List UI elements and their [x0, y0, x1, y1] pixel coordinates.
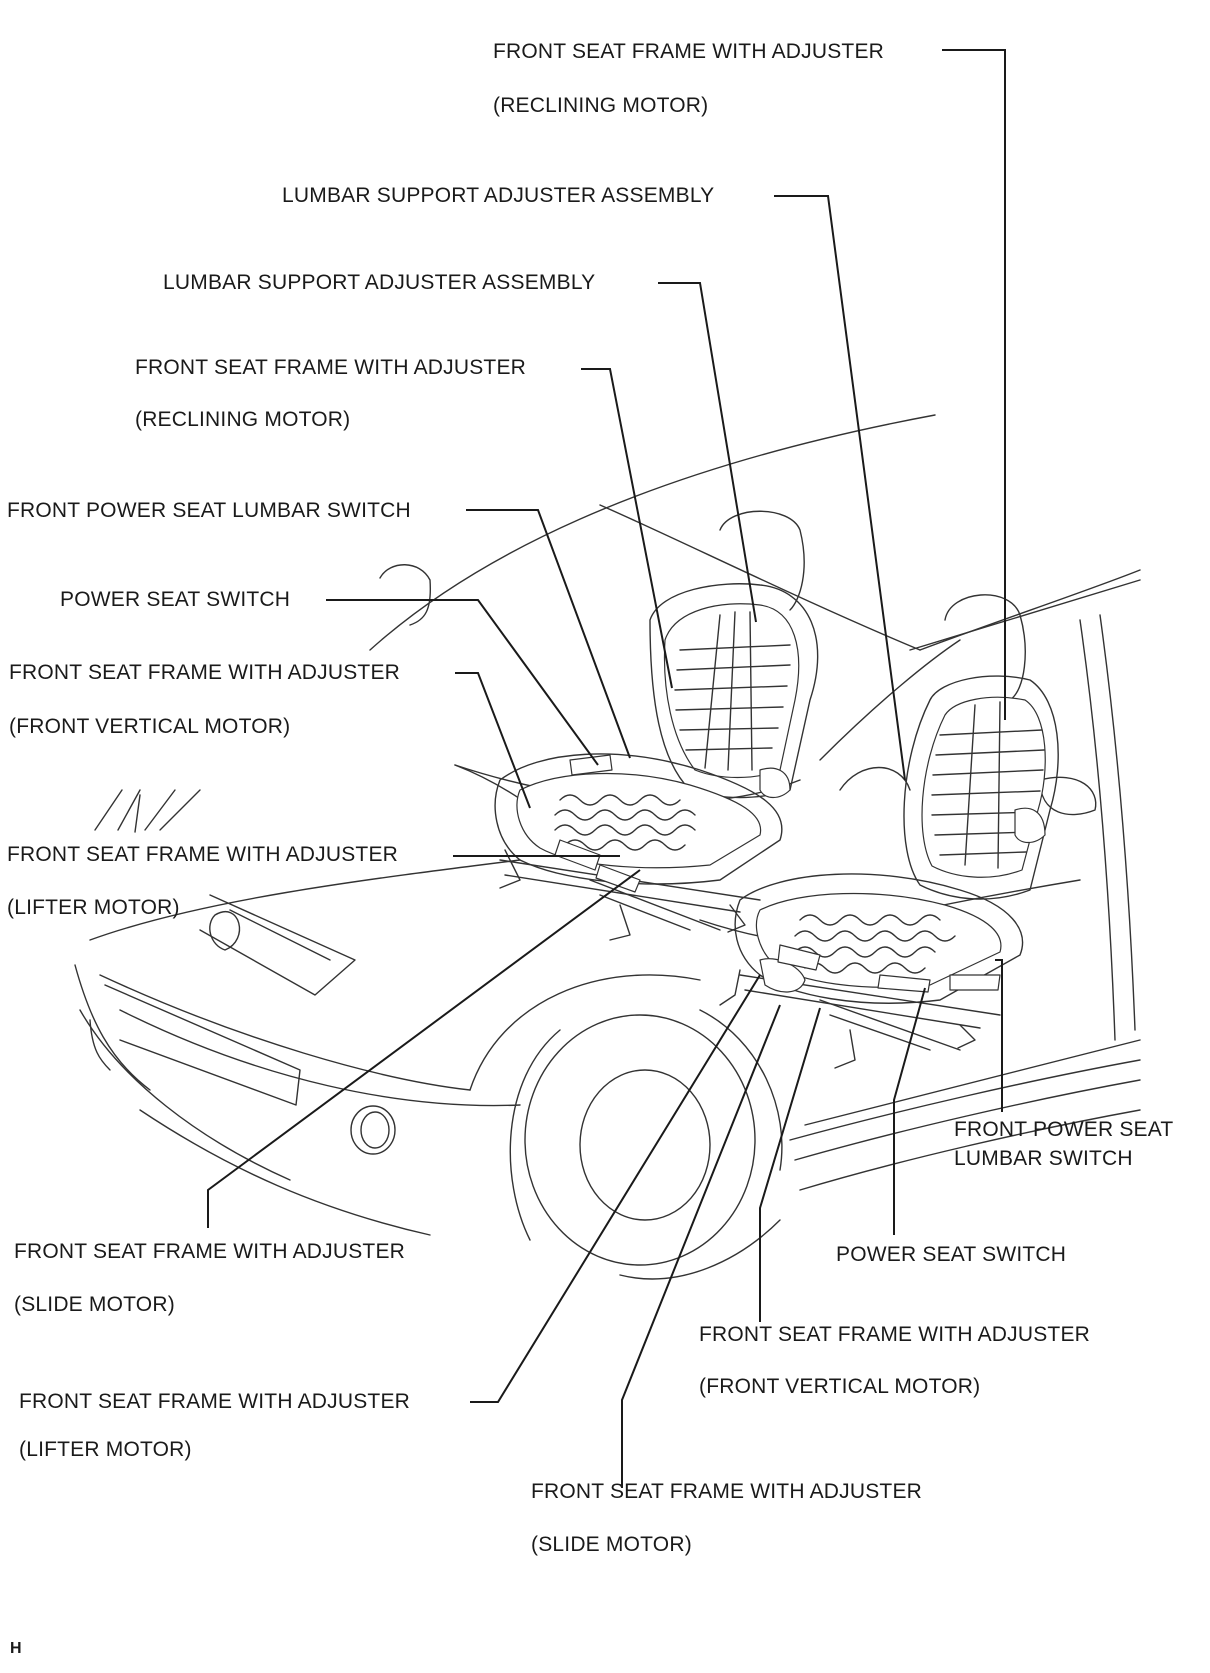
label-lifter-motor-right: FRONT SEAT FRAME WITH ADJUSTER — [19, 1390, 411, 1413]
label-reclining-motor-right: FRONT SEAT FRAME WITH ADJUSTER — [493, 40, 885, 63]
label-lumbar-switch-left: FRONT POWER SEAT LUMBAR SWITCH — [7, 499, 411, 522]
leader-l09 — [995, 959, 1003, 1112]
label-slide-motor-left: FRONT SEAT FRAME WITH ADJUSTER — [14, 1240, 406, 1263]
label-power-seat-switch-right: POWER SEAT SWITCH — [836, 1243, 1067, 1266]
label-front-vertical-right: FRONT SEAT FRAME WITH ADJUSTER — [699, 1323, 1091, 1346]
label-lumbar-support-right: LUMBAR SUPPORT ADJUSTER ASSEMBLY — [282, 184, 715, 207]
label-lumbar-support-left: LUMBAR SUPPORT ADJUSTER ASSEMBLY — [163, 271, 596, 294]
label-slide-motor-left-sub: (SLIDE MOTOR) — [14, 1293, 175, 1316]
label-front-vertical-right-sub: (FRONT VERTICAL MOTOR) — [699, 1375, 981, 1398]
label-reclining-motor-left-sub: (RECLINING MOTOR) — [135, 408, 351, 431]
label-front-vertical-left-sub: (FRONT VERTICAL MOTOR) — [9, 715, 291, 738]
leader-l06 — [326, 599, 599, 766]
leader-l10 — [207, 869, 641, 1228]
leader-l07 — [455, 672, 531, 809]
leader-l03 — [658, 282, 757, 623]
leader-l01 — [942, 49, 1006, 720]
leader-lines — [207, 49, 1006, 1488]
leader-l12 — [759, 1007, 821, 1322]
label-power-seat-switch-left: POWER SEAT SWITCH — [60, 588, 291, 611]
leader-l11 — [893, 987, 926, 1235]
label-slide-motor-right: FRONT SEAT FRAME WITH ADJUSTER — [531, 1480, 923, 1503]
leader-l14 — [621, 1004, 781, 1488]
label-reclining-motor-right-sub: (RECLINING MOTOR) — [493, 94, 709, 117]
leader-l04 — [581, 368, 673, 689]
vehicle-body-drawing — [74, 414, 1141, 1280]
figure-code: H — [10, 1640, 22, 1657]
label-lifter-motor-left-sub: (LIFTER MOTOR) — [7, 896, 180, 919]
seat-left-drawing — [379, 510, 819, 941]
label-lifter-motor-right-sub: (LIFTER MOTOR) — [19, 1438, 192, 1461]
leader-l05 — [466, 509, 631, 759]
label-front-vertical-left: FRONT SEAT FRAME WITH ADJUSTER — [9, 661, 401, 684]
label-reclining-motor-left: FRONT SEAT FRAME WITH ADJUSTER — [135, 356, 527, 379]
label-lumbar-switch-right-line2: LUMBAR SWITCH — [954, 1147, 1133, 1170]
seat-right-drawing — [719, 594, 1059, 1069]
label-lumbar-switch-right-line1: FRONT POWER SEAT — [954, 1118, 1174, 1141]
label-slide-motor-right-sub: (SLIDE MOTOR) — [531, 1533, 692, 1556]
leader-l13 — [470, 974, 761, 1403]
leader-l02 — [774, 195, 906, 781]
label-lifter-motor-left: FRONT SEAT FRAME WITH ADJUSTER — [7, 843, 399, 866]
